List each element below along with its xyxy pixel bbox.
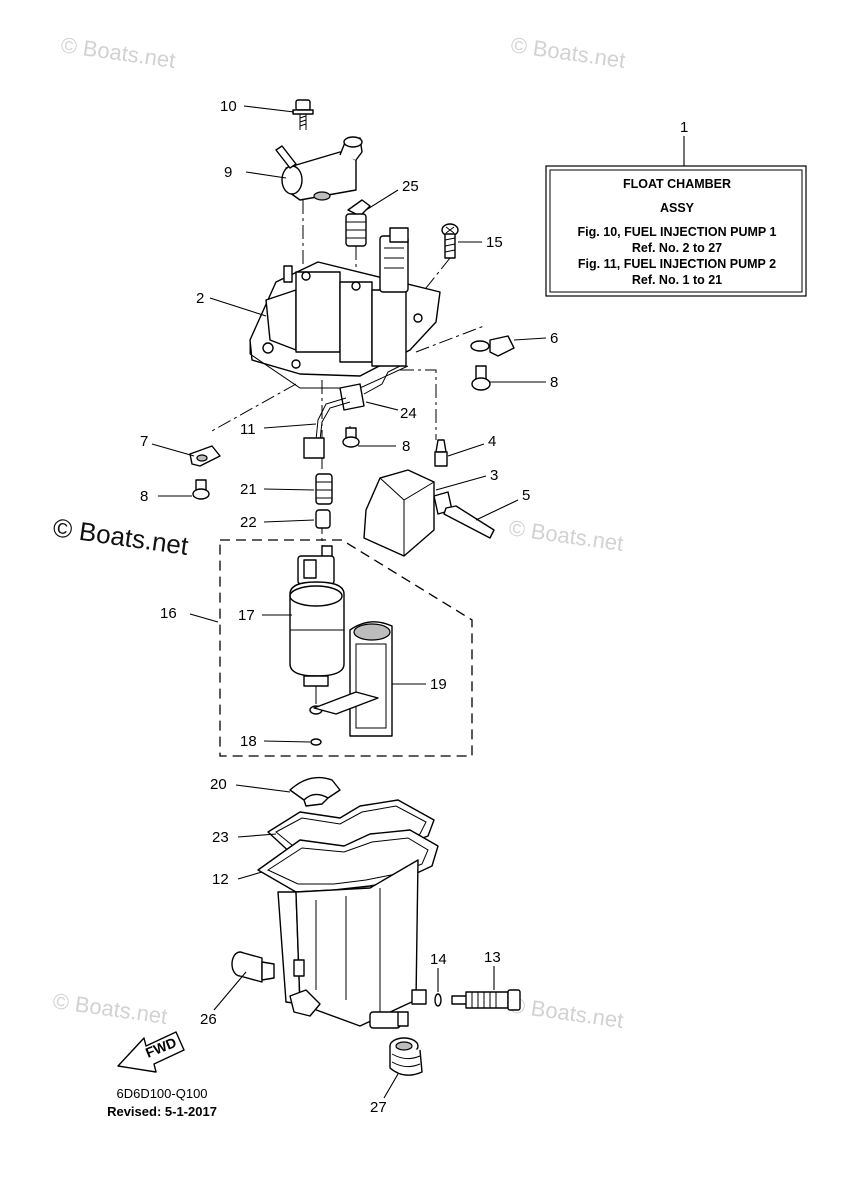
callout-4: 4 xyxy=(488,433,496,450)
watermark: © Boats.net xyxy=(59,32,177,73)
part-27-grommet: 27 xyxy=(370,1037,423,1116)
info-title: FLOAT CHAMBER xyxy=(623,177,731,191)
callout-25: 25 xyxy=(402,178,419,195)
part-21-grommet: 21 xyxy=(240,473,333,505)
info-box: 1 FLOAT CHAMBER ASSY Fig. 10, FUEL INJEC… xyxy=(545,119,807,297)
callout-13: 13 xyxy=(484,949,501,966)
watermark: © Boats.net xyxy=(507,992,625,1033)
watermark: © Boats.net xyxy=(51,988,169,1029)
callout-16: 16 xyxy=(160,605,177,622)
part-18-ring: 18 xyxy=(240,733,322,750)
part-26-plug: 26 xyxy=(200,951,275,1028)
watermark: © Boats.net xyxy=(509,32,627,73)
info-line-1: Fig. 10, FUEL INJECTION PUMP 1 xyxy=(578,225,777,239)
info-subtitle: ASSY xyxy=(660,201,695,215)
watermark: © Boats.net xyxy=(507,515,625,556)
info-line-2: Ref. No. 2 to 27 xyxy=(632,241,722,255)
part-4-valve: 4 xyxy=(434,433,496,467)
callout-14: 14 xyxy=(430,951,447,968)
part-6-clip: 6 xyxy=(470,330,558,357)
callout-12: 12 xyxy=(212,871,229,888)
part-17-fuel-pump: 17 xyxy=(238,545,345,715)
callout-19: 19 xyxy=(430,676,447,693)
callout-8-right: 8 xyxy=(550,374,558,391)
callout-10: 10 xyxy=(220,98,237,115)
part-2-housing: 2 xyxy=(196,227,441,389)
part-9-regulator: 9 xyxy=(224,136,363,266)
callout-8-center: 8 xyxy=(402,438,410,455)
callout-2: 2 xyxy=(196,290,204,307)
info-line-4: Ref. No. 1 to 21 xyxy=(632,273,722,287)
callout-5: 5 xyxy=(522,487,530,504)
fwd-arrow-icon: FWD xyxy=(117,1031,185,1073)
part-25-sensor: 25 xyxy=(345,178,419,284)
part-8-bolt-center: 8 xyxy=(342,427,410,455)
callout-3: 3 xyxy=(490,467,498,484)
callout-1: 1 xyxy=(680,119,688,136)
callout-23: 23 xyxy=(212,829,229,846)
part-14-oring: 14 xyxy=(430,951,447,1007)
callout-11: 11 xyxy=(240,421,256,438)
part-8-bolt-right: 8 xyxy=(471,365,558,391)
part-15-screw: 15 xyxy=(417,223,503,299)
diagram-footer: 6D6D100-Q100 Revised: 5-1-2017 xyxy=(107,1086,217,1119)
watermark: © Boats.net xyxy=(51,512,191,561)
callout-27: 27 xyxy=(370,1099,387,1116)
part-22-collar: 22 xyxy=(240,509,331,531)
part-11-wire: 11 xyxy=(240,397,351,459)
callout-7: 7 xyxy=(140,433,148,450)
callout-15: 15 xyxy=(486,234,503,251)
callout-22: 22 xyxy=(240,514,257,531)
part-3-float: 3 xyxy=(363,467,498,557)
info-line-3: Fig. 11, FUEL INJECTION PUMP 2 xyxy=(578,257,776,271)
callout-9: 9 xyxy=(224,164,232,181)
callout-8-left: 8 xyxy=(140,488,148,505)
part-19-filter: 19 xyxy=(313,621,447,737)
callout-24: 24 xyxy=(400,405,417,422)
callout-21: 21 xyxy=(240,481,257,498)
callout-6: 6 xyxy=(550,330,558,347)
callout-20: 20 xyxy=(210,776,227,793)
part-8-bolt-left: 8 xyxy=(140,479,210,505)
part-16-pump-assy-group: 16 xyxy=(160,539,473,757)
part-13-screw: 13 xyxy=(451,949,521,1011)
part-10-bolt: 10 xyxy=(220,98,314,130)
part-5-pin: 5 xyxy=(443,487,530,539)
diagram-code: 6D6D100-Q100 xyxy=(116,1086,207,1101)
callout-26: 26 xyxy=(200,1011,217,1028)
part-7-plate: 7 xyxy=(140,433,221,467)
callout-17: 17 xyxy=(238,607,255,624)
part-12-chamber: 12 xyxy=(212,829,439,1029)
part-20-retainer: 20 xyxy=(210,776,341,807)
revised-date: Revised: 5-1-2017 xyxy=(107,1104,217,1119)
callout-18: 18 xyxy=(240,733,257,750)
